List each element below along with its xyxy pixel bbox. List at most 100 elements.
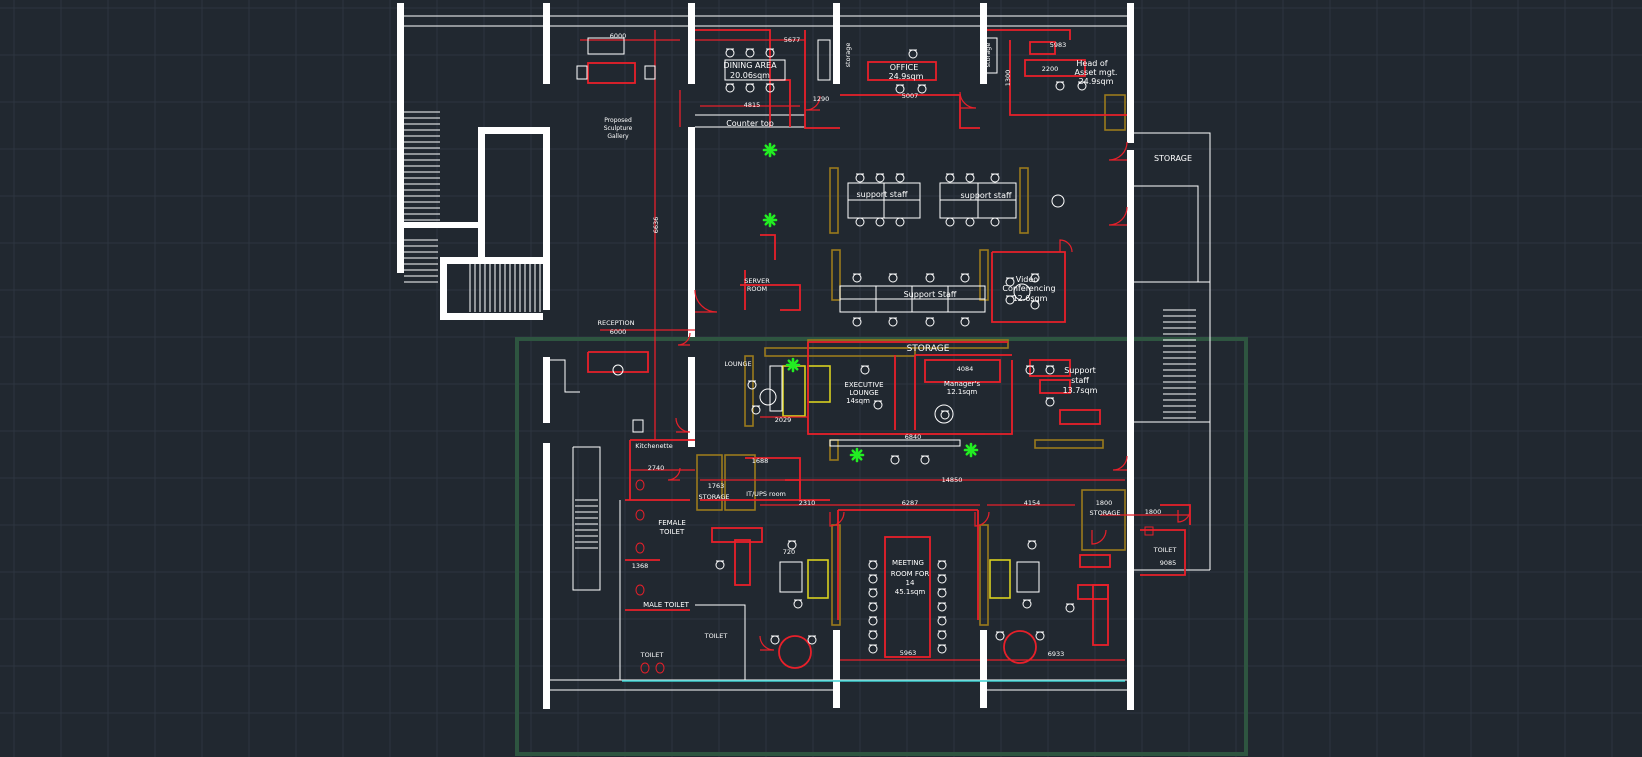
room-outline — [987, 29, 1071, 40]
door-swing — [1059, 239, 1073, 253]
room-label-dining: DINING AREA — [723, 61, 777, 70]
interior-partitions — [587, 29, 1191, 669]
desk — [711, 527, 763, 543]
toilet-fixture — [635, 479, 645, 491]
toilet-outline — [1160, 504, 1191, 525]
room-outline — [804, 30, 840, 129]
partition-panel — [831, 249, 841, 301]
room-label-office: OFFICE — [890, 63, 919, 72]
sofa — [807, 559, 829, 599]
storage-box — [696, 454, 723, 511]
round-table — [1003, 630, 1037, 664]
dimension-label: 2310 — [799, 499, 816, 507]
wall-column — [1127, 150, 1134, 710]
head-cabinet — [1029, 41, 1056, 55]
room-label-counter: Counter top — [726, 119, 774, 128]
room-label-lounge: LOUNGE — [724, 360, 751, 368]
dimension-label: 1368 — [632, 562, 649, 570]
door-swing — [974, 511, 990, 527]
partition-panel — [979, 524, 989, 626]
room-label-support4: Support — [1064, 366, 1096, 375]
dimension-label: 2200 — [1042, 65, 1059, 73]
wall-column — [833, 630, 840, 708]
armchair — [644, 65, 656, 80]
dimension-label: 1800 — [1145, 508, 1162, 516]
room-label-toilet: TOILET — [1153, 546, 1177, 554]
dimension-label: 5983 — [1050, 41, 1067, 49]
door-swings — [667, 91, 1191, 651]
desk — [1079, 554, 1111, 568]
room-label-it: IT/UPS room — [746, 490, 786, 498]
room-label-support: support staff — [961, 191, 1012, 200]
round-table — [778, 635, 812, 669]
selection-window[interactable] — [515, 337, 1248, 756]
room-label-manager: Manager's — [944, 380, 981, 388]
desk — [1092, 584, 1109, 646]
room-label-storage-low-right: STORAGE — [1090, 509, 1121, 517]
wall-segment — [440, 257, 447, 320]
dimension-label: 6000 — [610, 328, 627, 336]
dimension-label: 6000 — [610, 32, 627, 40]
room-label-storage: storage — [984, 43, 992, 68]
room-label-support: support staff — [857, 190, 908, 199]
toilet-fixture — [635, 509, 645, 521]
room-label-storage-mid: STORAGE — [907, 344, 950, 354]
room-label-support4: staff — [1071, 376, 1089, 385]
dimension-label: 9085 — [1160, 559, 1177, 567]
dimension-label: 1290 — [813, 95, 830, 103]
server-outline — [760, 234, 776, 260]
plant-icon — [764, 144, 776, 156]
door-swing — [677, 332, 691, 346]
room-label-storage: storage — [844, 43, 852, 68]
storage-cabinet-top — [984, 37, 998, 74]
dimension-labels: 6000 5677 5983 4815 1290 2200 5007 1300 … — [610, 32, 1177, 658]
dimension-label: 4815 — [744, 101, 761, 109]
room-label-executive: LOUNGE — [849, 389, 878, 397]
partition-panel — [1034, 439, 1104, 449]
door-swing — [694, 289, 718, 313]
wall-column — [543, 357, 550, 423]
room-label-storage-right: STORAGE — [1154, 154, 1192, 163]
stairs — [404, 111, 1196, 549]
dimension-label: 6840 — [905, 433, 922, 441]
room-labels: DINING AREA 20.06sqm Counter top storage… — [597, 43, 1192, 659]
door-swing — [1108, 141, 1128, 161]
reception-chair — [612, 364, 624, 376]
server-outline — [740, 284, 801, 311]
support-desk — [1039, 379, 1071, 394]
room-label-head: Asset mgt. — [1075, 68, 1118, 77]
support-desk — [1059, 409, 1101, 425]
wall-segment — [404, 222, 478, 228]
plant-icon — [965, 444, 977, 456]
dimension-label: 1688 — [752, 457, 769, 465]
partition-panel — [744, 355, 754, 427]
wall-segment — [688, 180, 695, 200]
sofa-frame — [1016, 561, 1040, 593]
room-label-executive: EXECUTIVE — [844, 381, 883, 389]
room-label-female: FEMALE — [658, 519, 686, 527]
toilet-fixture — [635, 584, 645, 596]
it-outline — [785, 479, 801, 500]
room-area-dining: 20.06sqm — [730, 71, 770, 80]
toilet-fixture — [655, 662, 665, 674]
door-swing — [829, 511, 845, 527]
room-label-gallery: Gallery — [607, 133, 629, 140]
wall-column — [1127, 3, 1134, 143]
lounge-sofa — [769, 365, 783, 412]
wall-segment — [478, 127, 543, 134]
partition-panel — [1019, 167, 1029, 234]
room-label-server: SERVER — [744, 277, 770, 285]
manager-chair — [934, 404, 954, 424]
room-area-meeting: 45.1sqm — [895, 588, 926, 596]
dimension-label: 6636 — [652, 217, 660, 234]
partition-panel — [829, 167, 839, 234]
room-area-manager: 12.1sqm — [947, 388, 978, 396]
storage-box — [724, 454, 756, 511]
room-label-meeting: 14 — [906, 579, 915, 587]
dimension-label: 6933 — [1048, 650, 1065, 658]
meeting-table[interactable] — [884, 536, 931, 658]
